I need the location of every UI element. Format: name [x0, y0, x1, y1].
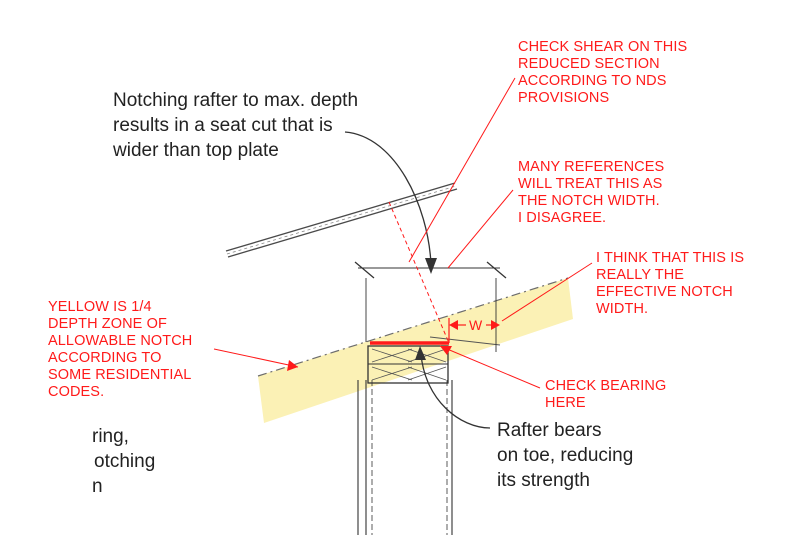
- reduced-section-line: [388, 201, 450, 344]
- upper-rafter: [225, 182, 458, 258]
- references-leader: [447, 189, 514, 269]
- label-left-cropped-text: ring, otching n: [92, 426, 156, 497]
- w-dimension-arrows: [448, 318, 500, 343]
- yellow-leader: [213, 348, 299, 368]
- note-check-bearing: CHECK BEARING HERE: [545, 378, 667, 411]
- note-yellow-zone: YELLOW IS 1/4 DEPTH ZONE OF ALLOWABLE NO…: [48, 299, 193, 400]
- bearing-leader-arrowhead: [440, 346, 452, 355]
- top-plates: [367, 345, 449, 384]
- wall-studs: [357, 380, 453, 535]
- rafter-bears-leader-arrowhead: [415, 346, 426, 360]
- rafter-bears-leader: [420, 353, 491, 429]
- label-notching-rafter: Notching rafter to max. depth results in…: [113, 90, 359, 161]
- zone-bottom-edge: [429, 336, 501, 346]
- notching-leader-arrowhead: [425, 258, 437, 274]
- bearing-leader: [439, 345, 541, 389]
- label-rafter-bears: Rafter bears on toe, reducing its streng…: [497, 420, 634, 491]
- shear-leader: [408, 77, 516, 263]
- note-many-references: MANY REFERENCES WILL TREAT THIS AS THE N…: [518, 159, 665, 226]
- yellow-quarter-depth-zone: [258, 278, 573, 423]
- note-check-shear: CHECK SHEAR ON THIS REDUCED SECTION ACCO…: [518, 39, 688, 106]
- notching-leader: [344, 131, 432, 265]
- yellow-leader-arrowhead: [287, 360, 298, 371]
- zone-dashed-top-edge: [257, 277, 569, 377]
- notch-width-w-label: W: [469, 317, 483, 333]
- note-effective-notch-width: I THINK THAT THIS IS REALLY THE EFFECTIV…: [596, 250, 745, 317]
- effective-leader: [501, 262, 593, 322]
